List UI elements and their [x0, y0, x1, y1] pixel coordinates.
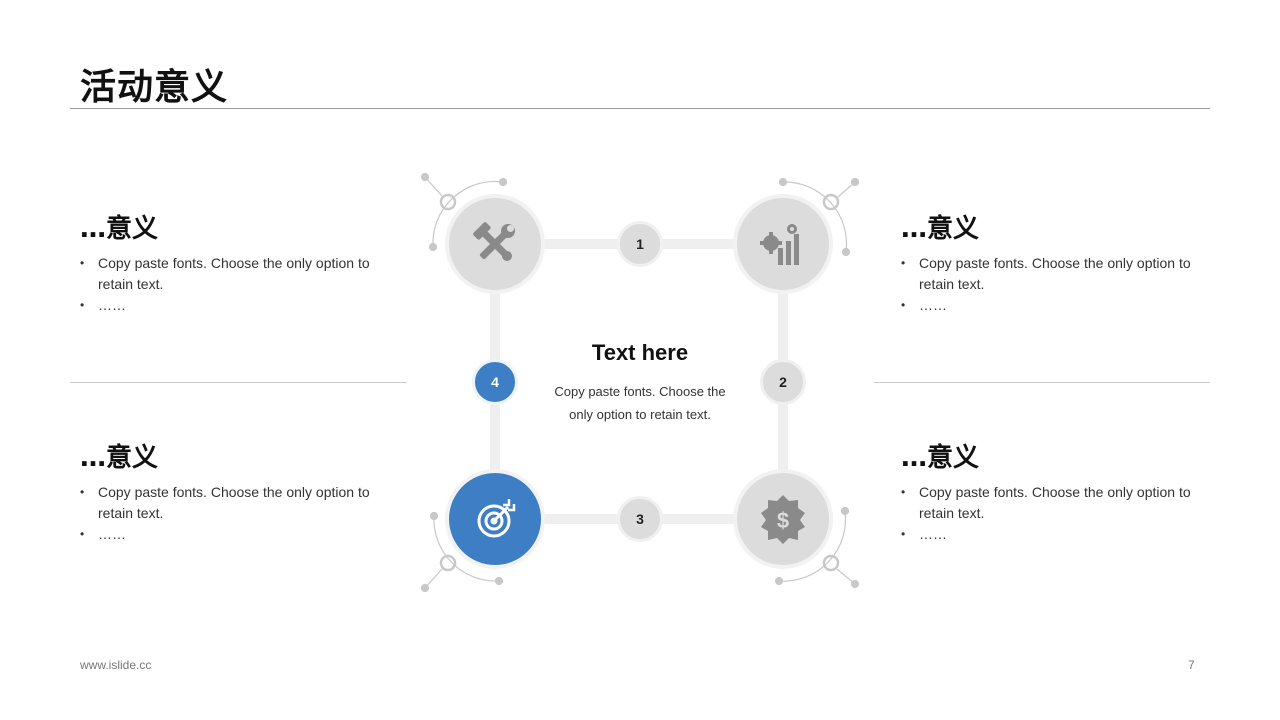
step-badge-2: 2 — [760, 359, 806, 405]
block-top-right: …意义 Copy paste fonts. Choose the only op… — [901, 214, 1201, 316]
dollar-badge-icon: $ — [761, 495, 805, 544]
node-bottom-left — [445, 469, 545, 569]
bullet-list: Copy paste fonts. Choose the only option… — [901, 482, 1201, 545]
bullet-item: Copy paste fonts. Choose the only option… — [80, 253, 380, 295]
node-top-right — [733, 194, 833, 294]
step-badge-1: 1 — [617, 221, 663, 267]
step-badge-3: 3 — [617, 496, 663, 542]
center-body: Copy paste fonts. Choose the only option… — [554, 384, 726, 422]
svg-text:$: $ — [777, 508, 789, 533]
block-heading: …意义 — [901, 214, 980, 244]
decor-bottom-right — [774, 506, 860, 589]
gear-chart-icon — [760, 224, 799, 265]
bullet-item: …… — [901, 524, 1201, 545]
title-divider — [70, 108, 1210, 109]
block-heading: …意义 — [80, 214, 159, 244]
bullet-item: Copy paste fonts. Choose the only option… — [901, 253, 1201, 295]
block-heading: …意义 — [901, 443, 980, 473]
bullet-list: Copy paste fonts. Choose the only option… — [901, 253, 1201, 316]
tools-icon — [473, 222, 515, 261]
block-heading: …意义 — [80, 443, 159, 473]
footer-url: www.islide.cc — [80, 658, 152, 672]
right-divider — [874, 382, 1210, 383]
target-icon — [477, 499, 516, 538]
node-bottom-right: $ — [733, 469, 833, 569]
bullet-item: …… — [901, 295, 1201, 316]
block-top-left: …意义 Copy paste fonts. Choose the only op… — [80, 214, 380, 316]
block-bottom-left: …意义 Copy paste fonts. Choose the only op… — [80, 443, 380, 545]
bullet-list: Copy paste fonts. Choose the only option… — [80, 482, 380, 545]
node-top-left — [445, 194, 545, 294]
bullet-list: Copy paste fonts. Choose the only option… — [80, 253, 380, 316]
bullet-item: Copy paste fonts. Choose the only option… — [901, 482, 1201, 524]
bullet-item: Copy paste fonts. Choose the only option… — [80, 482, 380, 524]
bullet-item: …… — [80, 295, 380, 316]
page-title: 活动意义 — [80, 67, 229, 108]
page-number: 7 — [1188, 658, 1195, 672]
step-badge-4: 4 — [472, 359, 518, 405]
bullet-item: …… — [80, 524, 380, 545]
decor-top-left — [420, 172, 508, 252]
decor-bottom-left — [420, 511, 504, 593]
decor-top-right — [778, 177, 860, 257]
left-divider — [70, 382, 407, 383]
block-bottom-right: …意义 Copy paste fonts. Choose the only op… — [901, 443, 1201, 545]
center-title: Text here — [591, 340, 689, 365]
